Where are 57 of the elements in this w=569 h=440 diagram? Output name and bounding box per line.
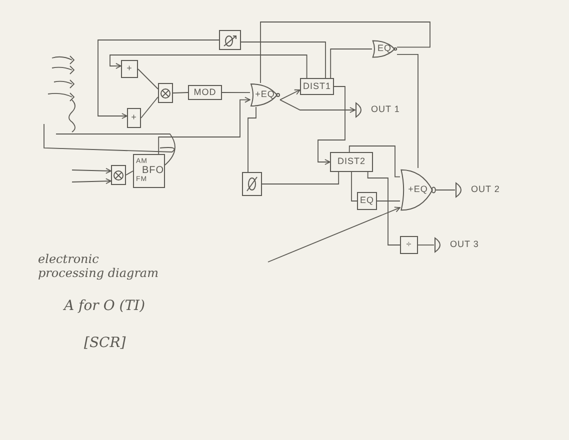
process-box: [330, 152, 373, 172]
handwritten-note: A for O (TI): [64, 298, 146, 314]
connector-line: [396, 54, 418, 168]
connector-line: [248, 106, 256, 172]
connector-line: [348, 146, 400, 178]
gate-symbol: [400, 168, 436, 212]
connector-line: [330, 48, 372, 78]
connector-line: [268, 206, 400, 262]
connector-line: [262, 172, 340, 184]
handwritten-note: electronic processing diagram: [38, 253, 160, 281]
connector-line: [98, 40, 220, 119]
gate-label: EQ: [377, 44, 392, 54]
connector-line: [110, 54, 308, 78]
gate-symbol: [372, 40, 397, 58]
process-box: [300, 78, 334, 95]
connector-line: [158, 96, 250, 154]
process-box: [400, 236, 418, 254]
connector-line: [240, 42, 326, 78]
connector-line: [351, 172, 358, 202]
connector-line: [280, 89, 300, 100]
phase-shifter-box: [219, 30, 241, 50]
box-label: ÷: [406, 240, 412, 250]
box-label: MOD: [194, 88, 216, 98]
process-box: [357, 192, 377, 210]
connector-line: [140, 96, 158, 118]
connector-line: [222, 92, 250, 94]
output-label: OUT 2: [471, 185, 500, 195]
connector-line: [418, 244, 434, 246]
mixer-box: [111, 165, 126, 185]
mixer-box: [158, 83, 173, 103]
box-label: DIST2: [337, 157, 366, 167]
box-label: +: [131, 113, 137, 123]
process-box: [121, 60, 138, 78]
connector-line: [280, 99, 356, 113]
output-label: OUT 3: [450, 240, 479, 250]
box-label: +: [126, 64, 132, 74]
connector-line: [72, 168, 112, 174]
box-label: BFO: [142, 166, 164, 176]
connector-line: [376, 200, 400, 202]
connector-line: [126, 170, 134, 176]
connector-line: [172, 92, 188, 94]
connector-line: [72, 178, 112, 184]
process-box: [133, 154, 165, 188]
connector-line: [318, 86, 346, 165]
connector-line: [138, 68, 158, 90]
connector-line: [260, 22, 430, 84]
box-label: EQ: [360, 196, 374, 206]
box-label: DIST1: [302, 82, 331, 92]
phase-shifter-box: [242, 172, 262, 196]
process-box: [188, 85, 222, 100]
process-box: [127, 108, 141, 128]
gate-label: +EQ: [255, 90, 275, 100]
connector-line: [367, 172, 400, 246]
gate-label: +EQ: [408, 185, 428, 195]
handwritten-note: [SCR]: [84, 335, 127, 352]
output-label: OUT 1: [371, 105, 400, 115]
gate-symbol: [250, 83, 280, 107]
